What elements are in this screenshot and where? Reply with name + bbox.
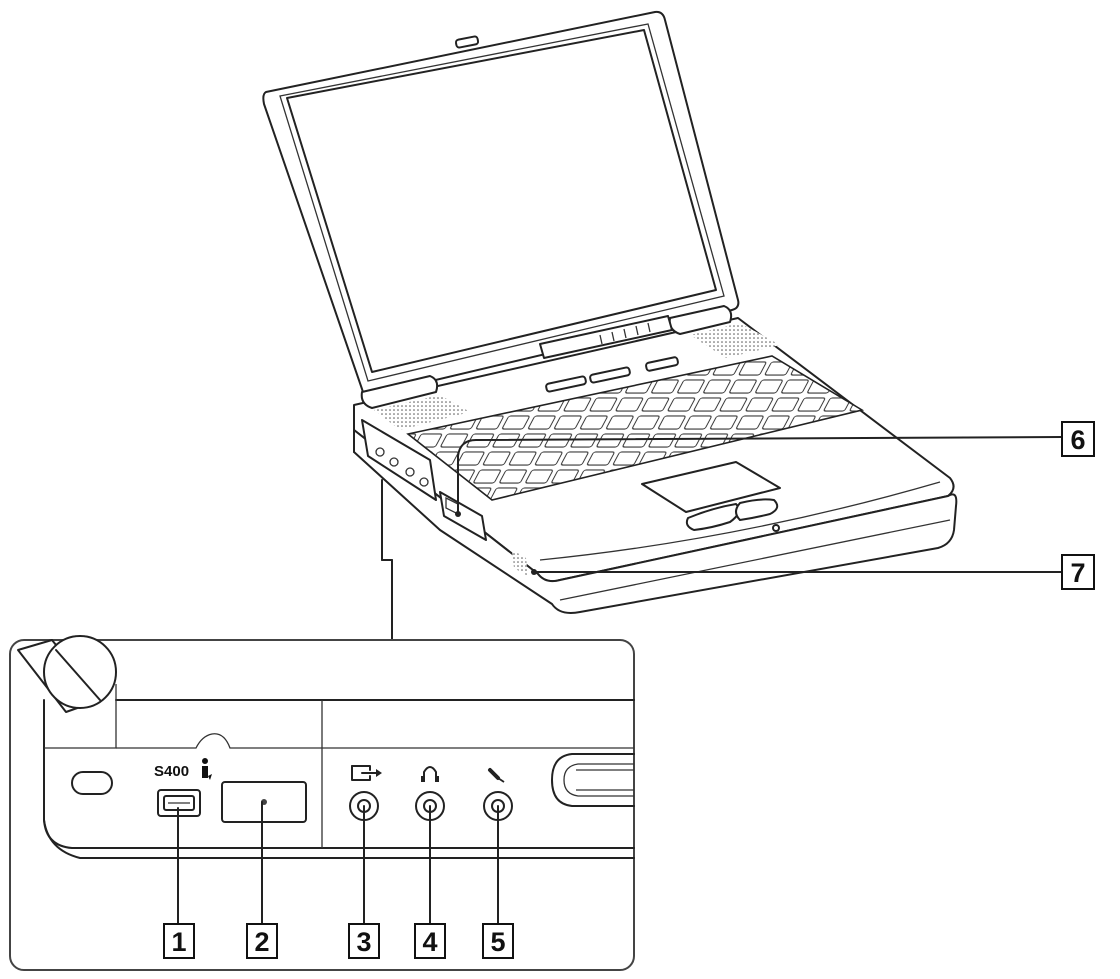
headphone-icon — [421, 766, 439, 782]
side-port-panel — [361, 419, 437, 501]
callout-7-label: 7 — [1070, 558, 1085, 588]
side-vent — [512, 550, 528, 576]
pc-card-slot — [551, 753, 635, 807]
callout-1: 1 — [163, 923, 195, 959]
callout-1-label: 1 — [171, 927, 186, 957]
lid-latch — [454, 35, 480, 49]
ilink-icon — [202, 758, 212, 780]
callout-4: 4 — [414, 923, 446, 959]
hinge-left — [360, 375, 439, 409]
inset-side-view: S400 — [9, 635, 635, 971]
callout-2-label: 2 — [254, 927, 269, 957]
callout-2: 2 — [246, 923, 278, 959]
speaker-grille-right — [690, 323, 780, 358]
ilink-label: S400 — [154, 763, 189, 780]
callout-3-label: 3 — [356, 927, 371, 957]
line-out-icon — [351, 765, 382, 781]
screen-display — [286, 29, 717, 373]
base-front-edge — [353, 429, 958, 614]
touchpad-right-button — [735, 498, 779, 521]
laptop-illustration — [262, 10, 958, 641]
callout-3: 3 — [348, 923, 380, 959]
lock-slot-icon — [71, 771, 113, 795]
touchpad — [641, 461, 781, 513]
keyboard — [406, 355, 865, 501]
shortcut-buttons — [545, 356, 679, 393]
callout-6: 6 — [455, 421, 1095, 517]
callout-5: 5 — [482, 923, 514, 959]
speaker-grille-left — [374, 395, 470, 430]
microphone-icon — [488, 768, 505, 783]
touchpad-left-button — [685, 503, 740, 531]
callout-6-label: 6 — [1070, 425, 1085, 455]
inset-hinge — [43, 635, 117, 709]
callout-5-label: 5 — [490, 927, 505, 957]
callout-7: 7 — [531, 554, 1095, 590]
callout-4-label: 4 — [422, 927, 437, 957]
